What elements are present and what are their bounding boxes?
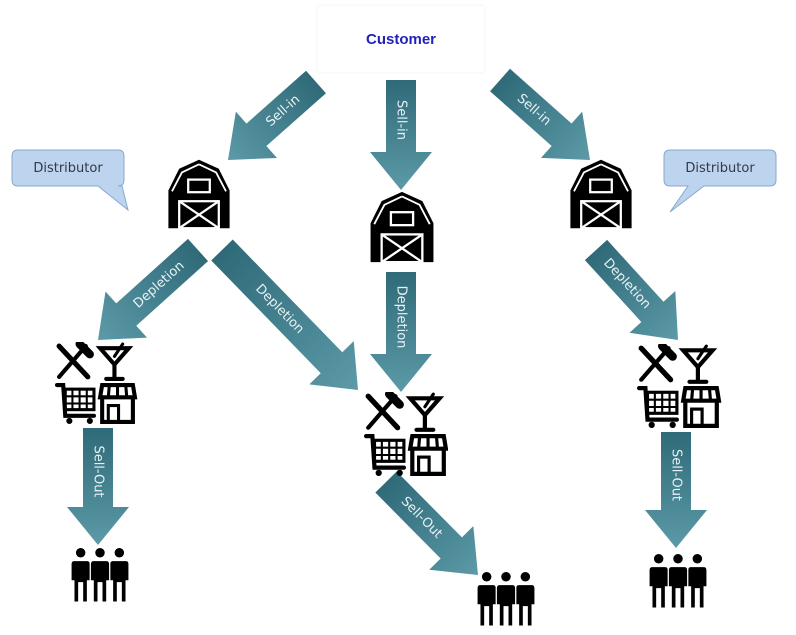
- arrow-sell-out-center: Sell-Out: [375, 471, 479, 576]
- arrow-shape: [370, 272, 432, 392]
- arrow-shape: [584, 239, 679, 341]
- arrow-label-sell-in: Sell-in: [394, 100, 409, 140]
- arrow-shape: [645, 432, 707, 548]
- distributor-label-right: Distributor: [685, 160, 755, 176]
- arrow-sell-out-left: Sell-Out: [67, 428, 129, 545]
- arrow-label-sell-out: Sell-Out: [669, 449, 684, 501]
- arrow-depletion-center: Depletion: [370, 272, 432, 392]
- arrow-label-sell-out: Sell-Out: [91, 445, 106, 497]
- consumers-icon: [476, 570, 536, 627]
- arrow-sell-in-center: Sell-in: [370, 80, 432, 190]
- restaurant-bar-shop-icon: [366, 394, 446, 475]
- arrow-depletion-center-diag: Depletion: [211, 239, 359, 391]
- arrow-shape: [370, 80, 432, 190]
- arrow-shape: [227, 70, 326, 161]
- customer-node: Customer: [318, 6, 484, 72]
- consumers-icon: [648, 552, 708, 609]
- distributor-callout-left: Distributor: [11, 149, 129, 212]
- barn-icon: [369, 190, 435, 264]
- distributor-label-left: Distributor: [33, 160, 103, 176]
- arrow-shape: [211, 239, 359, 391]
- arrow-depletion-right: Depletion: [584, 239, 679, 341]
- customer-label: Customer: [365, 30, 436, 48]
- arrow-shape: [67, 428, 129, 545]
- arrow-sell-in-left: Sell-in: [227, 70, 326, 161]
- consumers-icon: [70, 546, 130, 603]
- arrow-shape: [375, 471, 479, 576]
- restaurant-bar-shop-icon: [57, 344, 135, 423]
- barn-icon: [167, 158, 231, 230]
- arrow-label-depletion: Depletion: [394, 286, 409, 349]
- restaurant-bar-shop-icon: [639, 346, 719, 427]
- arrow-shape: [98, 238, 209, 340]
- barn-icon: [569, 158, 633, 230]
- arrow-shape: [490, 68, 591, 161]
- distributor-callout-right: Distributor: [663, 149, 777, 213]
- arrow-depletion-left: Depletion: [98, 238, 209, 340]
- arrow-sell-in-right: Sell-in: [490, 68, 591, 161]
- arrow-sell-out-right: Sell-Out: [645, 432, 707, 548]
